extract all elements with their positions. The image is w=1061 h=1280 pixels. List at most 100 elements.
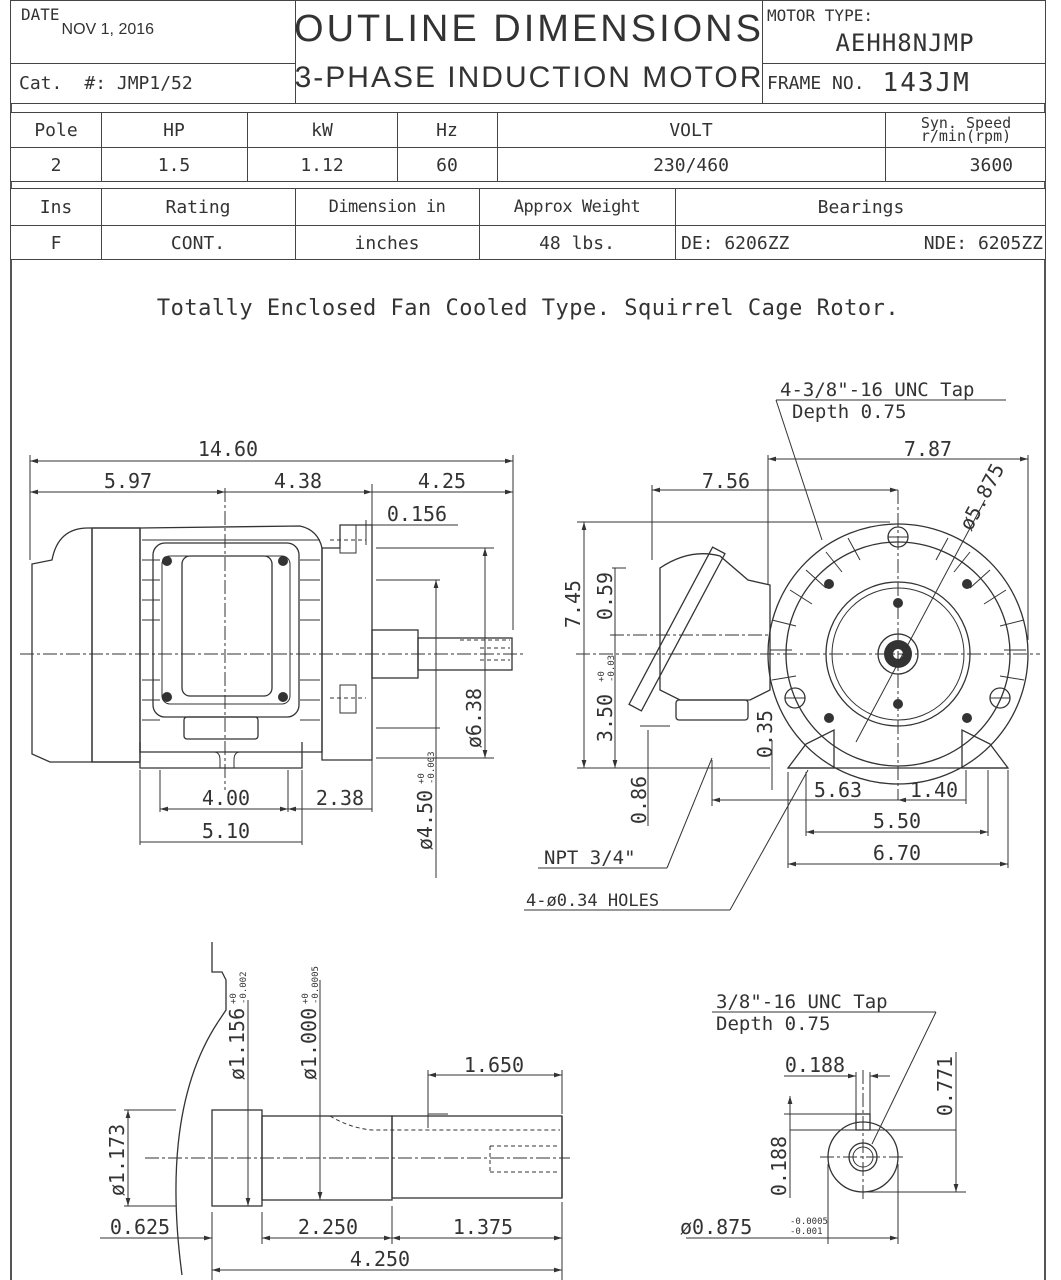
dim-pilot-tol-lower: -0.003 bbox=[427, 751, 437, 784]
dim-7-87: 7.87 bbox=[904, 437, 952, 461]
value-hp: 1.5 bbox=[157, 154, 191, 176]
end-tap-note-line2: Depth 0.75 bbox=[716, 1013, 830, 1035]
dim-1-40: 1.40 bbox=[910, 778, 958, 802]
dim-6-70: 6.70 bbox=[873, 841, 921, 865]
header-hz: Hz bbox=[436, 119, 458, 141]
catalog-field: Cat. #: JMP1/52 bbox=[19, 65, 289, 101]
date-value: NOV 1, 2016 bbox=[61, 21, 155, 38]
value-syn-speed: 3600 bbox=[969, 154, 1013, 176]
shaft-detail bbox=[100, 942, 570, 1280]
end-tap-note-line1: 3/8"-16 UNC Tap bbox=[716, 991, 888, 1013]
drawing-frame bbox=[10, 0, 1046, 1280]
dim-end-tol-lower: -0.001 bbox=[790, 1227, 823, 1237]
dim-shoulder-diameter: ø1.173 bbox=[105, 1124, 129, 1196]
header-volt: VOLT bbox=[669, 119, 713, 141]
dim-shaft-tol-upper: +0 bbox=[301, 993, 311, 1004]
value-dimension: inches bbox=[354, 232, 420, 254]
end-tap-note-1: 4-3/8"-16 UNC Tap bbox=[780, 379, 974, 401]
dim-shoulder-length: 0.625 bbox=[110, 1215, 170, 1239]
dim-collar-diameter: ø1.156 bbox=[225, 1008, 249, 1080]
shaft-end-detail bbox=[686, 1011, 966, 1244]
dim-4-25: 4.25 bbox=[418, 469, 466, 493]
cat-value: #: JMP1/52 bbox=[84, 72, 193, 94]
value-pole: 2 bbox=[50, 154, 62, 176]
value-kw: 1.12 bbox=[300, 154, 344, 176]
header-kw: kW bbox=[311, 119, 333, 141]
dim-end-tol-upper: -0.0005 bbox=[790, 1217, 828, 1227]
dim-end-length: 1.375 bbox=[453, 1215, 513, 1239]
dim-shaft-height-tol-upper: +0 bbox=[597, 671, 607, 682]
date-label: DATE bbox=[21, 5, 60, 24]
header-pole: Pole bbox=[34, 119, 78, 141]
dim-end-shaft-diameter-group: ø0.875 -0.0005 -0.001 bbox=[680, 1215, 828, 1239]
conduit-note: NPT 3/4" bbox=[544, 847, 636, 869]
end-view bbox=[524, 399, 1040, 911]
drawing-subtitle: 3-PHASE INDUCTION MOTOR bbox=[294, 61, 764, 94]
dim-5-97: 5.97 bbox=[104, 469, 152, 493]
cat-label: Cat. bbox=[19, 72, 63, 94]
dim-2-38: 2.38 bbox=[316, 786, 364, 810]
frame-no-value: 143JM bbox=[882, 68, 971, 98]
header-syn-speed-line1: Syn. Speed bbox=[920, 114, 1012, 132]
header-ins: Ins bbox=[39, 196, 73, 218]
header-dimension: Dimension in bbox=[328, 197, 446, 217]
value-weight: 48 lbs. bbox=[539, 232, 615, 254]
title-block: DATE NOV 1, 2016 Cat. #: JMP1/52 OUTLINE… bbox=[10, 0, 1046, 104]
dim-7-45: 7.45 bbox=[561, 580, 585, 628]
dim-shaft-diameter-group: ø1.000 +0 -0.0005 bbox=[297, 966, 321, 1080]
header-bearings: Bearings bbox=[817, 196, 905, 218]
dim-collar-diameter-group: ø1.156 +0 -0.002 bbox=[225, 971, 249, 1080]
value-rating: CONT. bbox=[170, 232, 226, 254]
dim-shaft-diameter: ø1.000 bbox=[297, 1008, 321, 1080]
dim-4-38: 4.38 bbox=[274, 469, 322, 493]
value-volt: 230/460 bbox=[653, 154, 729, 176]
dim-key-depth: 0.771 bbox=[933, 1056, 957, 1116]
dim-flange-diameter: ø5.875 bbox=[954, 459, 1009, 534]
header-hp: HP bbox=[163, 119, 185, 141]
dim-5-63: 5.63 bbox=[814, 778, 862, 802]
dim-7-56: 7.56 bbox=[702, 469, 750, 493]
value-bearing-nde: NDE: 6205ZZ bbox=[923, 232, 1043, 254]
end-tap-note-2: Depth 0.75 bbox=[792, 401, 906, 423]
dim-mid-length: 2.250 bbox=[298, 1215, 358, 1239]
header-syn-speed: Syn. Speed r/min(rpm) bbox=[885, 113, 1047, 147]
dim-pilot-tol-upper: +0 bbox=[417, 773, 427, 784]
dim-flange-bolt-circle: ø6.38 bbox=[462, 688, 486, 748]
dim-shaft-height-tol-lower: -0.03 bbox=[607, 655, 617, 682]
spec-table-mechanical: Ins Rating Dimension in Approx Weight Be… bbox=[10, 188, 1046, 260]
motor-description: Totally Enclosed Fan Cooled Type. Squirr… bbox=[156, 295, 900, 321]
spec-table-electrical: Pole HP kW Hz VOLT Syn. Speed r/min(rpm)… bbox=[10, 112, 1046, 182]
dim-4-00: 4.00 bbox=[202, 786, 250, 810]
side-view bbox=[20, 455, 525, 878]
dim-shaft-tol-lower: -0.0005 bbox=[311, 966, 321, 1004]
dim-key-height: 0.188 bbox=[767, 1136, 791, 1196]
date-field: DATE NOV 1, 2016 bbox=[21, 5, 291, 55]
frame-no-field: FRAME NO. 143JM bbox=[767, 65, 1043, 101]
dim-key-width: 0.188 bbox=[785, 1053, 845, 1077]
value-bearing-de: DE: 6206ZZ bbox=[681, 232, 790, 254]
dim-0-59: 0.59 bbox=[593, 572, 617, 620]
dim-total-length: 4.250 bbox=[350, 1247, 410, 1271]
motor-type-value: AEHH8NJMP bbox=[835, 29, 975, 57]
dim-shaft-height: 3.50 bbox=[593, 694, 617, 742]
header-rating: Rating bbox=[165, 196, 231, 218]
value-ins: F bbox=[50, 232, 62, 254]
motor-type-label: MOTOR TYPE: bbox=[767, 5, 873, 25]
dim-pilot-diameter-group: ø4.50 +0 -0.003 bbox=[413, 751, 437, 850]
dim-5-50: 5.50 bbox=[873, 809, 921, 833]
frame-no-label: FRAME NO. bbox=[767, 72, 865, 94]
dim-pilot-diameter: ø4.50 bbox=[413, 790, 437, 850]
header-syn-speed-line2: r/min(rpm) bbox=[920, 127, 1012, 145]
dim-overall-length: 14.60 bbox=[198, 437, 258, 461]
dim-shaft-height-group: 3.50 +0 -0.03 bbox=[593, 655, 617, 742]
dim-collar-tol-upper: +0 bbox=[229, 993, 239, 1004]
dim-0-35: 0.35 bbox=[753, 710, 777, 758]
dim-5-10: 5.10 bbox=[202, 819, 250, 843]
dim-end-shaft-diameter: ø0.875 bbox=[680, 1215, 752, 1239]
holes-note: 4-ø0.34 HOLES bbox=[526, 891, 659, 911]
dim-0-156: 0.156 bbox=[387, 502, 447, 526]
value-hz: 60 bbox=[436, 154, 458, 176]
dim-0-86: 0.86 bbox=[627, 776, 651, 824]
drawing-title: OUTLINE DIMENSIONS bbox=[294, 7, 764, 50]
